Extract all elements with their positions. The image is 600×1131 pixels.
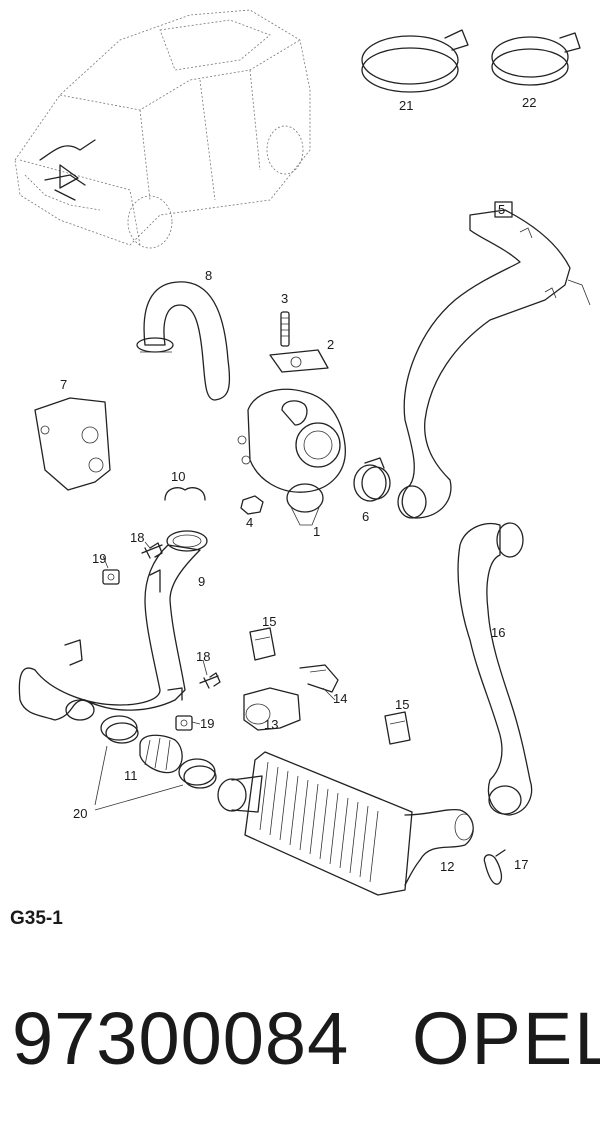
callout-19-upper: 19 xyxy=(92,551,106,566)
callout-18-upper: 18 xyxy=(130,530,144,545)
turbocharger-1 xyxy=(237,388,346,526)
callout-9: 9 xyxy=(198,574,205,589)
hose-clamp-21 xyxy=(361,29,469,93)
callout-1: 1 xyxy=(313,524,320,539)
clip-10 xyxy=(164,487,206,501)
callout-8: 8 xyxy=(205,268,212,283)
callout-4: 4 xyxy=(246,515,253,530)
figure-code: G35-1 xyxy=(10,908,63,929)
stud-3 xyxy=(280,311,290,347)
brand-name: OPEL xyxy=(412,997,600,1080)
callout-20: 20 xyxy=(73,806,87,821)
bracket-13 xyxy=(243,687,301,731)
hose-coupling-11 xyxy=(139,734,183,774)
clip-17 xyxy=(483,849,506,885)
parts-diagram: 1 2 3 4 5 6 7 8 9 10 11 12 13 14 15 15 1… xyxy=(14,9,591,896)
intake-hose-8 xyxy=(136,281,231,401)
callout-2: 2 xyxy=(327,337,334,352)
callout-15-upper: 15 xyxy=(262,614,276,629)
bracket-7 xyxy=(34,397,111,491)
callout-5: 5 xyxy=(498,202,505,217)
part-number: 97300084 xyxy=(12,997,350,1080)
callout-labels: 1 2 3 4 5 6 7 8 9 10 11 12 13 14 15 15 1… xyxy=(60,95,536,874)
callout-15-lower: 15 xyxy=(395,697,409,712)
hose-clamp-20-left xyxy=(100,715,139,744)
callout-22: 22 xyxy=(522,95,536,110)
bracket-15-upper xyxy=(249,627,276,661)
hose-clamp-6 xyxy=(353,457,391,502)
bracket-15-lower xyxy=(384,711,411,745)
callout-10: 10 xyxy=(171,469,185,484)
callout-18-lower: 18 xyxy=(196,649,210,664)
callout-7: 7 xyxy=(60,377,67,392)
callout-21: 21 xyxy=(399,98,413,113)
gasket-2 xyxy=(269,349,329,373)
callout-12: 12 xyxy=(440,859,454,874)
bracket-14 xyxy=(299,664,339,693)
bolt-18-upper xyxy=(141,542,163,559)
callout-14: 14 xyxy=(333,691,347,706)
charge-hose-16 xyxy=(457,522,533,816)
callout-11: 11 xyxy=(124,768,138,783)
callout-3: 3 xyxy=(281,291,288,306)
clip-19-upper xyxy=(102,569,120,585)
callout-19-lower: 19 xyxy=(200,716,214,731)
hose-clamp-22 xyxy=(491,32,581,86)
charge-pipe-5 xyxy=(397,201,591,519)
hose-clamp-20-right xyxy=(178,758,217,789)
charge-hose-9 xyxy=(18,530,208,721)
bolt-18-lower xyxy=(199,672,221,689)
leader-lines xyxy=(94,541,336,811)
clip-19-lower xyxy=(175,715,193,731)
callout-16: 16 xyxy=(491,625,505,640)
nut-4 xyxy=(240,495,264,515)
callout-13: 13 xyxy=(264,717,278,732)
callout-6: 6 xyxy=(362,509,369,524)
car-illustration xyxy=(14,9,311,249)
callout-17: 17 xyxy=(514,857,528,872)
callout-5-highlight-box xyxy=(494,201,513,218)
intercooler-12 xyxy=(217,751,474,896)
